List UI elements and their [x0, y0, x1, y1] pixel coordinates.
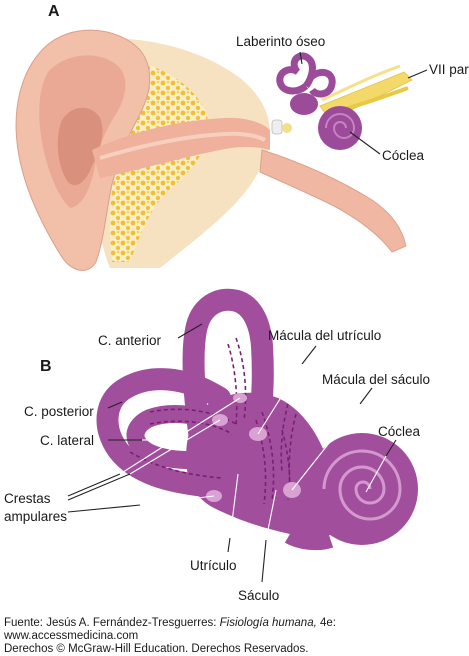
leader-crestas-2b — [129, 419, 221, 475]
leader-c-anterior — [177, 323, 203, 339]
panel-a-letter: A — [48, 3, 60, 20]
label-utriculo: Utrículo — [190, 558, 237, 573]
label-coclea-a: Cóclea — [382, 148, 425, 163]
leader-coclea-b — [385, 439, 397, 457]
leader-vii-par — [407, 69, 428, 79]
leader-utriculo — [227, 537, 231, 553]
footer-rights: Derechos © McGraw-Hill Education. Derech… — [4, 643, 309, 655]
footer-fuente-prefix: Fuente: Jesús A. Fernández-Tresguerres: — [4, 617, 220, 629]
leader-coclea-b2 — [365, 455, 387, 493]
leader-crestas-1b — [119, 397, 241, 475]
label-macula-utriculo: Mácula del utrículo — [268, 328, 381, 343]
panel-b: B — [4, 288, 430, 603]
leader-macula-saculo-b — [291, 403, 361, 491]
label-macula-saculo: Mácula del sáculo — [322, 372, 430, 387]
leader-crestas-3 — [67, 504, 141, 513]
label-c-posterior: C. posterior — [24, 404, 94, 419]
stapes — [282, 123, 292, 133]
posterior-canal — [96, 368, 231, 497]
footer-source: Fuente: Jesús A. Fernández-Tresguerres: … — [4, 617, 336, 629]
leader-macula-utriculo — [301, 345, 317, 365]
ossicle — [271, 119, 283, 135]
footer-url[interactable]: www.accessmedicina.com — [4, 630, 139, 642]
concha — [57, 107, 103, 186]
footer-edition: 4e: — [316, 617, 336, 629]
cochlea-b — [306, 433, 418, 545]
leader-laberinto — [299, 51, 303, 65]
label-vii-par: VII par — [429, 62, 469, 77]
nerve-strand — [321, 64, 401, 102]
leader-c-posterior — [107, 401, 123, 409]
cochlear-duct — [284, 525, 334, 551]
label-saculo: Sáculo — [238, 588, 279, 603]
leader-crestas-2 — [67, 473, 131, 501]
leader-saculo-b — [265, 489, 277, 541]
panel-b-letter: B — [40, 358, 52, 375]
footer-book-title: Fisiología humana, — [219, 617, 317, 629]
label-crestas-line2: ampulares — [4, 509, 67, 524]
label-c-lateral: C. lateral — [40, 433, 94, 448]
label-crestas-line1: Crestas — [4, 491, 51, 506]
eustachian-tube — [259, 149, 407, 253]
label-c-anterior: C. anterior — [98, 333, 162, 348]
leader-utriculo-b — [229, 473, 239, 539]
leader-macula-utriculo-b — [257, 363, 303, 435]
ear-canal-highlight — [99, 131, 266, 160]
leader-crestas-1 — [67, 473, 121, 497]
leader-crestas-3b — [139, 495, 215, 506]
panel-a: A Laberinto óseo VII par — [15, 3, 469, 271]
label-laberinto-oseo: Laberinto óseo — [236, 34, 325, 49]
leader-saculo — [261, 539, 267, 583]
leader-macula-saculo — [359, 387, 373, 405]
leader-coclea-a — [349, 131, 381, 155]
cochlea-spiral — [322, 449, 402, 521]
membranous-labyrinth — [129, 337, 297, 505]
labyrinth-small — [276, 52, 362, 150]
label-coclea-b: Cóclea — [378, 424, 421, 439]
